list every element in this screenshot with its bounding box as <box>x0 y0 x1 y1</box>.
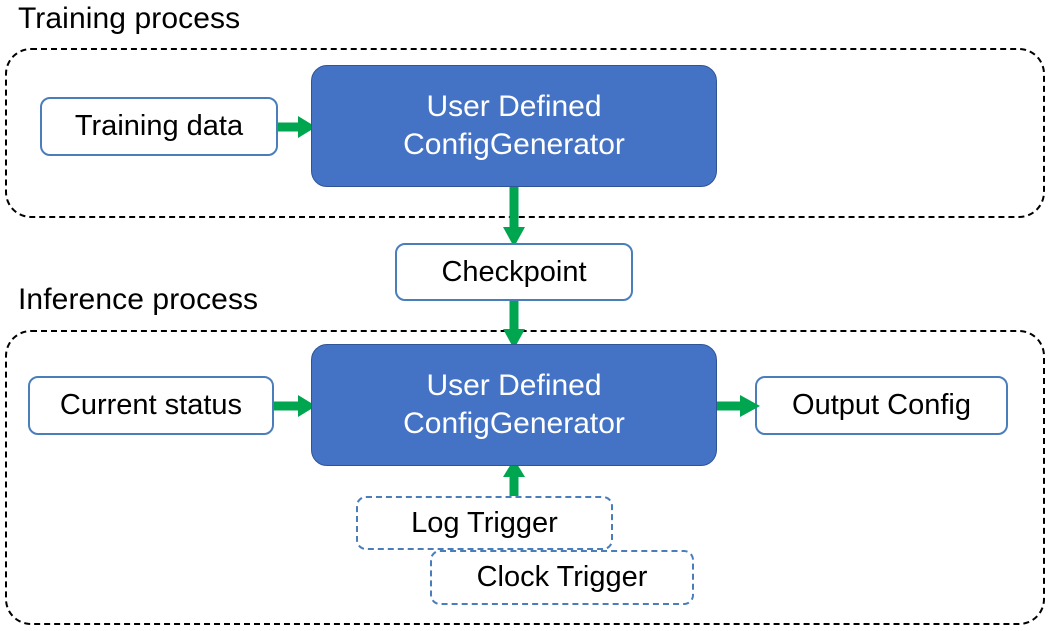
node-output-config[interactable]: Output Config <box>755 376 1008 435</box>
training-process-container <box>5 48 1045 218</box>
arrow-checkpoint-to-config-generator <box>503 295 525 349</box>
node-current-status[interactable]: Current status <box>28 376 274 435</box>
arrow-config-generator-to-checkpoint <box>503 181 525 247</box>
node-clock-trigger[interactable]: Clock Trigger <box>430 550 694 605</box>
node-user-defined-config-generator-inference[interactable]: User Defined ConfigGenerator <box>311 344 717 466</box>
inference-process-title: Inference process <box>18 283 259 316</box>
config-generator-label-line2: ConfigGenerator <box>403 128 625 161</box>
node-training-data[interactable]: Training data <box>40 97 278 156</box>
arrow-config-generator-to-output-config <box>712 395 760 417</box>
inference-process-container <box>5 330 1045 625</box>
config-generator-inference-label-line2: ConfigGenerator <box>403 407 625 440</box>
arrow-training-data-to-config-generator <box>278 116 316 138</box>
config-generator-label-line1: User Defined <box>426 90 602 123</box>
config-generator-inference-label-line1: User Defined <box>426 369 602 402</box>
node-checkpoint[interactable]: Checkpoint <box>395 243 633 301</box>
node-log-trigger[interactable]: Log Trigger <box>356 496 613 550</box>
training-process-title: Training process <box>18 2 241 35</box>
node-user-defined-config-generator-training[interactable]: User Defined ConfigGenerator <box>311 65 717 187</box>
arrow-current-status-to-config-generator <box>274 395 316 417</box>
